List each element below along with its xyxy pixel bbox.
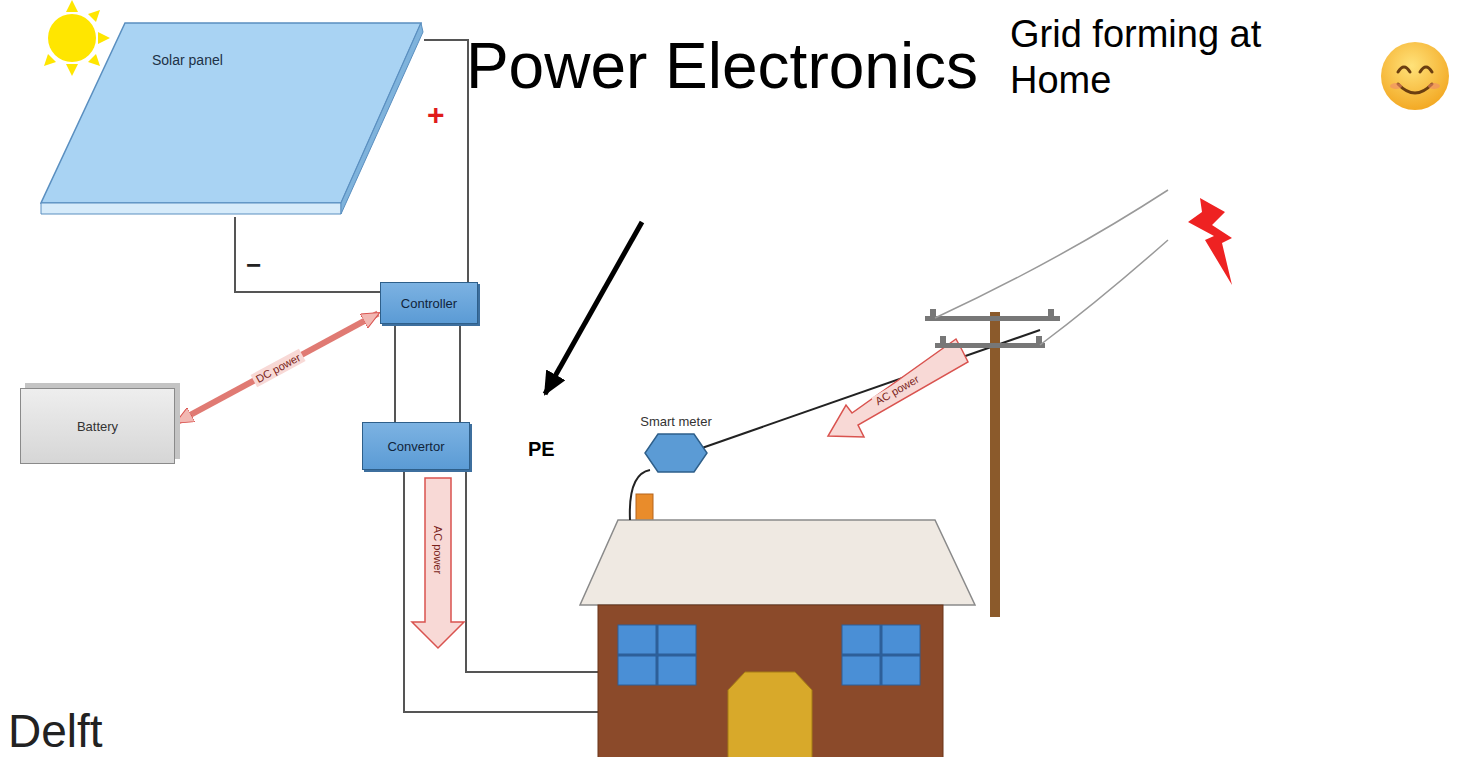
house-window xyxy=(842,625,920,685)
house-window xyxy=(618,625,696,685)
power-line xyxy=(1040,240,1168,345)
callout-arrow xyxy=(545,222,642,394)
power-flow-arrow xyxy=(177,314,378,423)
callout-title: Power Electronics xyxy=(462,20,982,113)
wire-connector xyxy=(424,40,468,282)
power-flow-arrow xyxy=(412,478,464,648)
callout-label: PE xyxy=(528,438,555,461)
house-wall xyxy=(598,605,943,757)
ac-wire xyxy=(404,470,598,712)
panel-outline xyxy=(40,22,424,217)
panel-face xyxy=(41,23,421,203)
meter-hexagon-shape xyxy=(645,434,707,472)
polarity-mark: + xyxy=(427,98,445,132)
convertor-box: Convertor xyxy=(362,422,470,470)
node-label: Convertor xyxy=(387,439,444,454)
node-label: Smart meter xyxy=(640,414,712,429)
node-label: Battery xyxy=(77,419,118,434)
controller-box: Controller xyxy=(380,282,478,324)
smiley-emoji xyxy=(1381,42,1449,110)
negative-wire xyxy=(235,217,380,292)
house-roof xyxy=(580,520,975,605)
power-line xyxy=(935,190,1168,318)
wire-connector xyxy=(394,324,396,422)
callout-title: Grid forming at Home xyxy=(1010,12,1265,103)
node-label: Controller xyxy=(401,296,457,311)
chimney xyxy=(636,494,653,522)
panel-edge xyxy=(41,203,341,214)
sun xyxy=(44,0,110,76)
meter-hexagon xyxy=(644,433,708,473)
lightning-bolt xyxy=(1188,198,1232,285)
panel-edge xyxy=(341,23,423,214)
ac-wire xyxy=(466,470,598,672)
smart-meter: Smart meter xyxy=(636,414,716,473)
pole-crossbar xyxy=(925,309,1060,348)
flow-label: AC power xyxy=(432,524,444,576)
power-flow-arrow xyxy=(828,339,968,437)
node-label: Solar panel xyxy=(152,52,223,68)
house-door xyxy=(728,672,812,757)
polarity-mark: − xyxy=(246,250,261,281)
solar-panel: Solar panel xyxy=(40,22,424,217)
watermark-text: Delft xyxy=(8,708,103,754)
flow-label: DC power xyxy=(250,349,305,387)
dc-wire xyxy=(459,324,461,422)
utility-pole xyxy=(990,312,1000,617)
battery-box: Battery xyxy=(20,388,175,464)
meter-cable xyxy=(630,470,650,520)
